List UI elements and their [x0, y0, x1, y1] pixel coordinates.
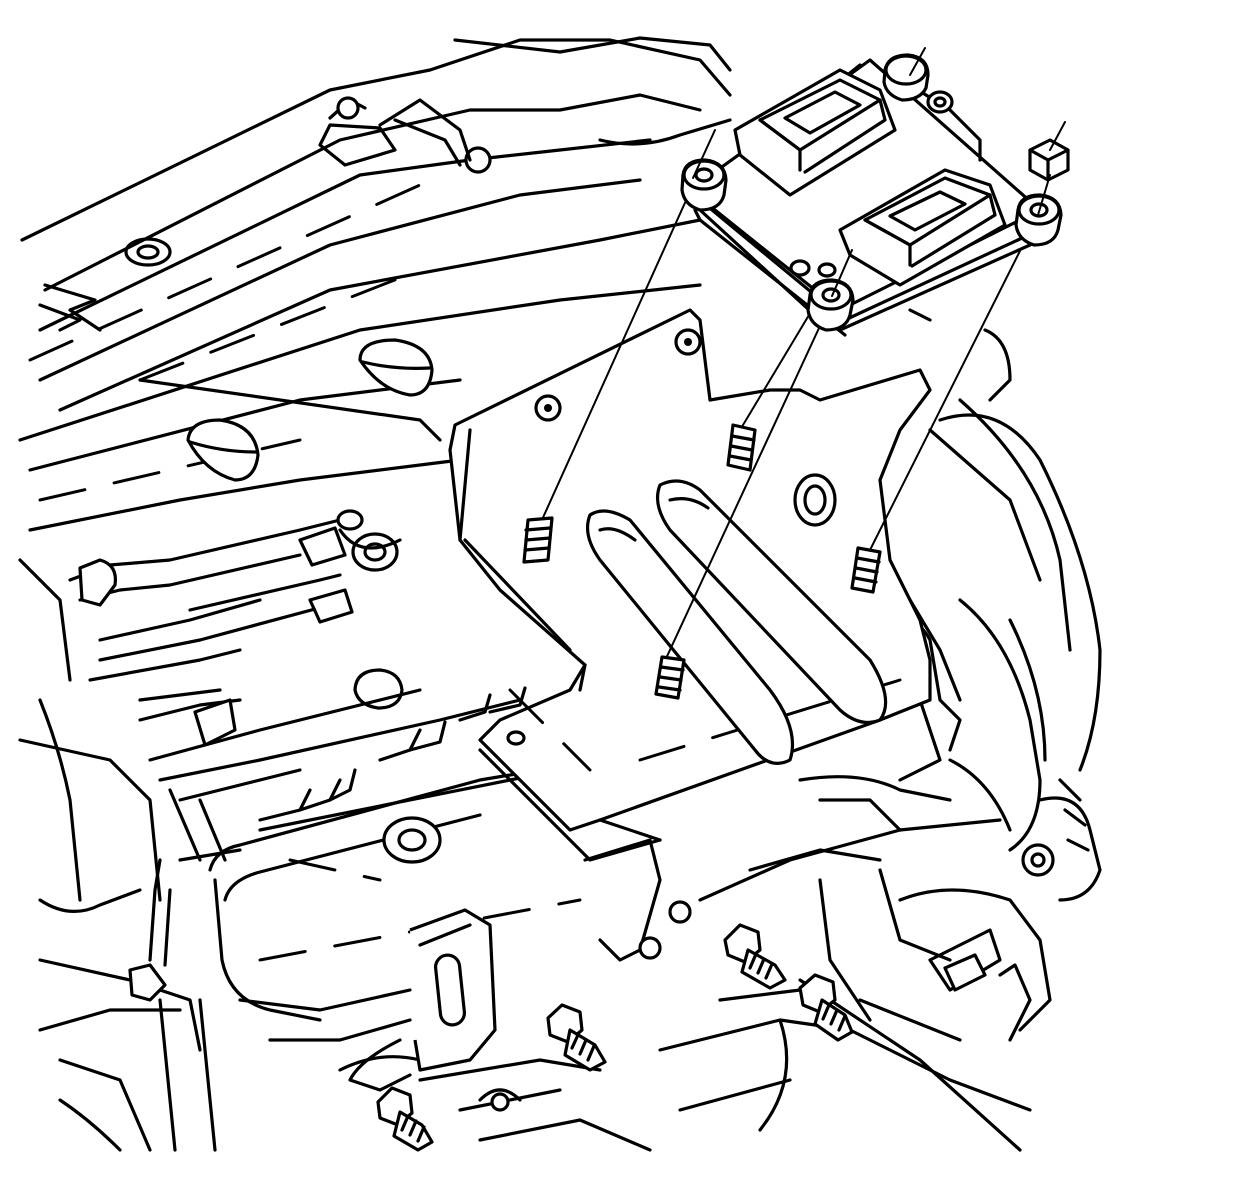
nut-icon	[1028, 121, 1070, 216]
bolt-icon	[546, 1003, 607, 1072]
nut-icon	[1014, 193, 1063, 247]
stud-icon	[850, 546, 882, 594]
bracket-bolts	[128, 858, 854, 1152]
engine-cover	[18, 36, 1102, 1152]
nut-icon	[882, 47, 930, 102]
mounting-nuts	[680, 47, 1070, 332]
mounting-bracket	[448, 308, 932, 862]
bolt-icon	[376, 1086, 434, 1152]
bolt-icon	[723, 923, 787, 990]
nut-icon	[926, 90, 954, 114]
stud-icon	[522, 516, 554, 564]
stud-icon	[726, 423, 757, 472]
stud-icon	[654, 655, 686, 700]
nut-icon	[680, 129, 728, 212]
module-studs	[522, 184, 1039, 700]
control-module	[688, 58, 1042, 337]
bolt-icon	[798, 973, 854, 1042]
nut-icon	[806, 249, 855, 332]
